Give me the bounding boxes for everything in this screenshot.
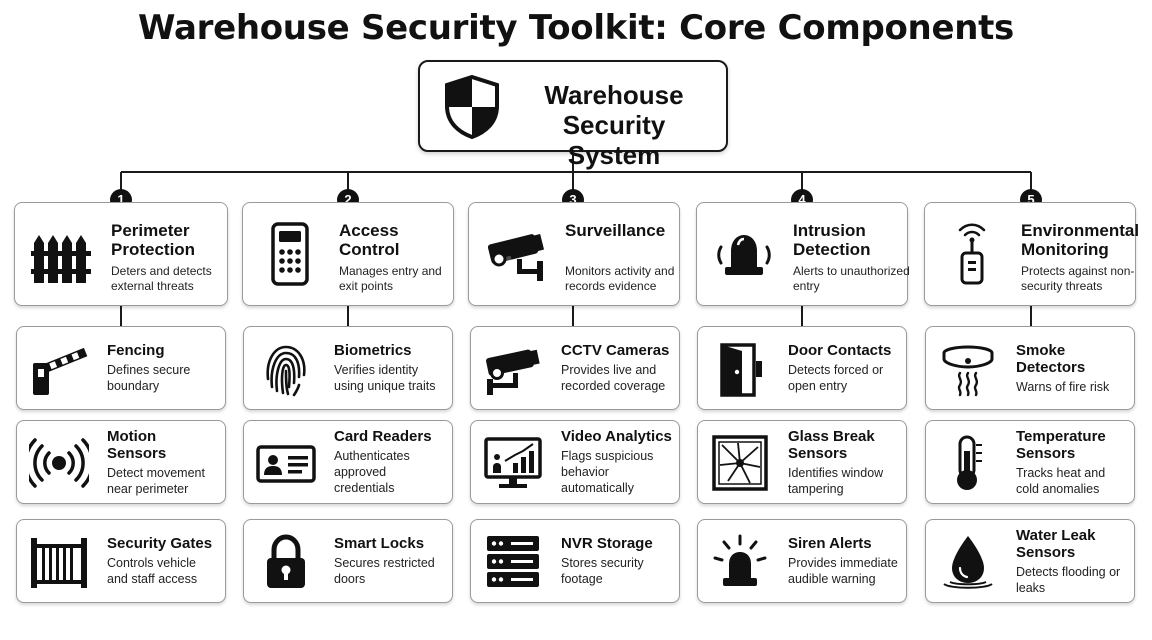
component-card-security-gates: Security Gates Controls vehicle and staf… [16, 519, 226, 603]
component-card-video-analytics: Video Analytics Flags suspicious behavio… [470, 420, 680, 504]
water-drop-icon [943, 536, 993, 589]
component-description: Detects flooding or leaks [1016, 564, 1121, 595]
open-door-icon [720, 343, 762, 397]
category-environmental-monitoring: Environmental Monitoring Protects agains… [924, 202, 1140, 306]
component-description: Warns of fire risk [1016, 379, 1110, 394]
category-intrusion-detection: Intrusion Detection Alerts to unauthoriz… [696, 202, 910, 306]
page-title: Warehouse Security Toolkit: Core Compone… [137, 8, 1014, 48]
sliding-gate-icon [31, 538, 87, 588]
component-card-temperature-sensors: Temperature Sensors Tracks heat and cold… [925, 420, 1135, 504]
component-title: Card Readers [334, 428, 432, 445]
component-title: CCTV Cameras [561, 342, 670, 359]
component-description: Flags suspicious behavior automatically [561, 449, 654, 495]
category-title: Surveillance [565, 221, 666, 240]
component-title: Motion Sensors [107, 427, 167, 462]
component-title: Siren Alerts [788, 535, 872, 552]
component-description: Tracks heat and cold anomalies [1016, 465, 1106, 496]
component-description: Controls vehicle and staff access [107, 556, 198, 586]
component-description: Verifies identity using unique traits [334, 363, 436, 393]
component-title: Smart Locks [334, 535, 425, 552]
component-description: Provides live and recorded coverage [561, 363, 666, 393]
component-card-motion-sensors: Motion Sensors Detect movement near peri… [16, 420, 226, 504]
smoke-detector-icon [942, 345, 994, 397]
category-title: Intrusion Detection [793, 221, 871, 259]
component-description: Stores security footage [561, 556, 644, 586]
component-card-water-leak-sensors: Water Leak Sensors Detects flooding or l… [925, 519, 1135, 603]
category-surveillance: Surveillance Monitors activity and recor… [468, 202, 680, 306]
id-card-icon [256, 445, 316, 483]
component-description: Detects forced or open entry [788, 363, 884, 393]
category-title: Perimeter Protection [111, 221, 196, 259]
fence-icon [31, 235, 91, 283]
component-title: Door Contacts [788, 342, 892, 359]
category-perimeter-protection: Perimeter Protection Deters and detects … [14, 202, 228, 306]
motion-waves-icon [29, 438, 89, 488]
category-title: Access Control [339, 221, 400, 259]
component-title: Biometrics [334, 342, 412, 359]
component-title: Security Gates [107, 535, 213, 552]
component-card-smart-locks: Smart Locks Secures restricted doors [243, 519, 453, 603]
root-node: Warehouse Security System [418, 60, 728, 170]
component-title: Fencing [107, 342, 165, 359]
security-camera-icon [487, 233, 545, 281]
analytics-monitor-icon [484, 437, 542, 488]
category-description: Manages entry and exit points [339, 264, 442, 293]
component-description: Detect movement near perimeter [107, 465, 205, 496]
component-card-door-contacts: Door Contacts Detects forced or open ent… [697, 326, 907, 410]
component-description: Authenticates approved credentials [334, 449, 410, 495]
component-card-siren-alerts: Siren Alerts Provides immediate audible … [697, 519, 907, 603]
component-title: Video Analytics [561, 428, 672, 445]
component-description: Identifies window tampering [788, 465, 884, 496]
cctv-camera-icon [486, 349, 540, 395]
shield-icon [445, 74, 499, 140]
category-description: Monitors activity and records evidence [565, 264, 675, 293]
component-title: NVR Storage [561, 535, 653, 552]
component-description: Secures restricted doors [334, 556, 435, 586]
component-card-cctv-cameras: CCTV Cameras Provides live and recorded … [470, 326, 680, 410]
category-description: Alerts to unauthorized entry [793, 264, 910, 293]
category-description: Protects against non-security threats [1021, 264, 1135, 293]
alarm-bell-icon [717, 235, 771, 275]
keypad-icon [271, 222, 309, 286]
component-card-glass-break-sensors: Glass Break Sensors Identifies window ta… [697, 420, 907, 504]
component-description: Provides immediate audible warning [788, 556, 898, 586]
fingerprint-icon [266, 345, 306, 397]
component-card-nvr-storage: NVR Storage Stores security footage [470, 519, 680, 603]
thermometer-icon [957, 435, 982, 490]
component-card-fencing: Fencing Defines secure boundary [16, 326, 226, 410]
server-rack-icon [487, 536, 539, 587]
root-title: Warehouse Security System [544, 80, 684, 170]
component-description: Defines secure boundary [107, 363, 191, 393]
broken-glass-icon [712, 435, 768, 491]
component-card-smoke-detectors: Smoke Detectors Warns of fire risk [925, 326, 1135, 410]
component-card-biometrics: Biometrics Verifies identity using uniqu… [243, 326, 453, 410]
siren-icon [713, 534, 767, 586]
category-title: Environmental Monitoring [1021, 221, 1140, 259]
component-title: Smoke Detectors [1016, 341, 1086, 376]
component-card-card-readers: Card Readers Authenticates approved cred… [243, 420, 453, 504]
component-title: Temperature Sensors [1016, 427, 1106, 462]
category-access-control: Access Control Manages entry and exit po… [242, 202, 454, 306]
padlock-icon [267, 534, 305, 588]
component-title: Water Leak Sensors [1016, 526, 1096, 561]
barrier-gate-icon [33, 347, 88, 395]
category-description: Deters and detects external threats [111, 264, 212, 293]
wireless-sensor-icon [958, 223, 986, 285]
component-title: Glass Break Sensors [788, 427, 875, 462]
